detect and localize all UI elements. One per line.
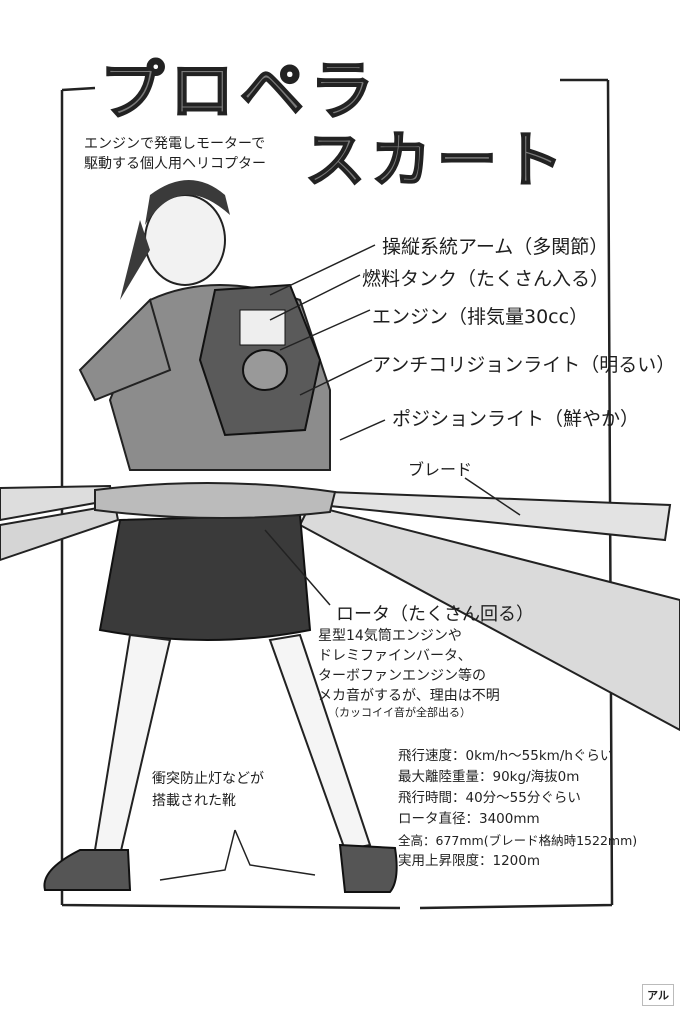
spec-item: ロータ直径：3400mm <box>398 811 540 827</box>
rotor-blades <box>0 484 680 732</box>
corner-badge: アル <box>642 984 674 1006</box>
rotor-line: ターボファンエンジン等の <box>318 668 486 684</box>
rotor-line: メカ音がするが、理由は不明 <box>318 688 500 704</box>
shoes-line-1: 衝突防止灯などが <box>152 771 264 787</box>
arm-left <box>78 298 172 402</box>
rotor-line: ドレミファインバータ、 <box>318 648 472 664</box>
rotor-line: 星型14気筒エンジンや <box>318 628 462 644</box>
subtitle-line-1: エンジンで発電しモーターで <box>84 136 266 152</box>
title-line-1: プロペラ <box>99 54 380 130</box>
callout-position-light: ポジションライト（鮮やか） <box>392 408 640 430</box>
spec-list: 飛行速度：0km/h〜55km/hぐらい 最大離陸重量：90kg/海抜0m 飛行… <box>398 746 637 872</box>
spec-item: 飛行時間：40分〜55分ぐらい <box>398 790 581 806</box>
shoes-line-2: 搭載された靴 <box>152 793 236 809</box>
callout-anti-collision-light: アンチコリジョンライト（明るい） <box>372 354 676 376</box>
spec-item: 全高：677mm(ブレード格納時1522mm) <box>398 833 638 848</box>
rotor-note: （カッコイイ音が全部出る） <box>328 706 471 719</box>
spec-item: 実用上昇限度：1200m <box>398 853 541 869</box>
subtitle-line-2: 駆動する個人用ヘリコプター <box>84 156 266 172</box>
callout-control-arm: 操縦系統アーム（多関節） <box>382 236 609 258</box>
spec-item: 飛行速度：0km/h〜55km/hぐらい <box>398 748 614 764</box>
rotor-hub <box>94 482 337 520</box>
rotor-description: 星型14気筒エンジンや ドレミファインバータ、 ターボファンエンジン等の メカ音… <box>318 626 500 720</box>
callout-fuel-tank: 燃料タンク（たくさん入る） <box>362 268 610 290</box>
rotor-heading: ロータ（たくさん回る） <box>336 604 534 625</box>
spec-item: 最大離陸重量：90kg/海抜0m <box>398 769 580 785</box>
skirt <box>98 513 312 641</box>
callout-engine: エンジン（排気量30cc） <box>372 306 589 328</box>
title-line-2: スカート <box>304 125 569 197</box>
leader-lines <box>159 244 521 881</box>
shoes <box>43 843 398 893</box>
callout-blade: ブレード <box>408 460 473 479</box>
